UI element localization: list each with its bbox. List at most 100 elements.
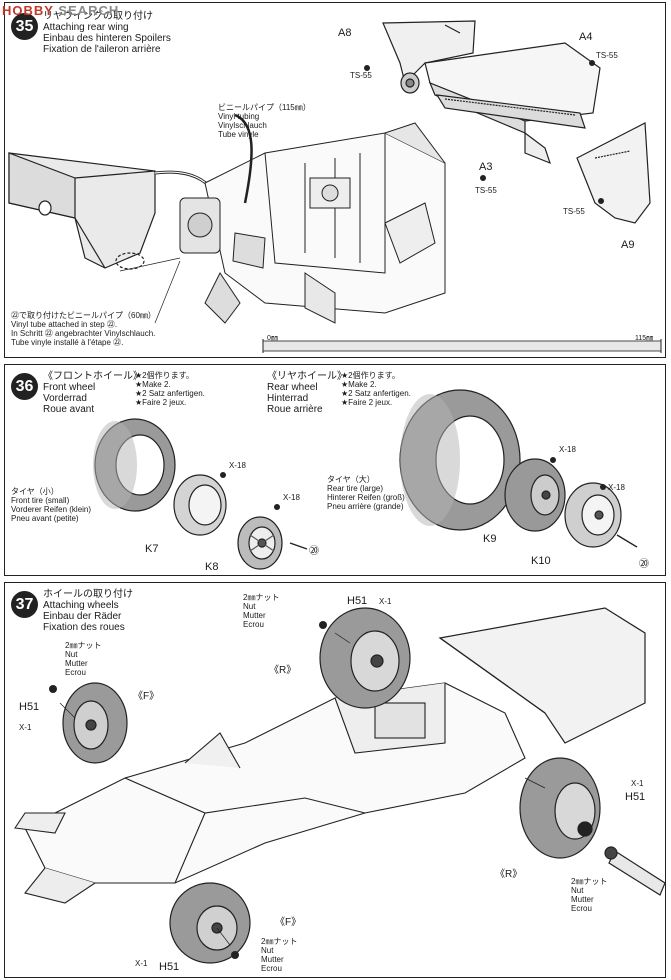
part-label-h51-bottom: H51	[159, 961, 180, 973]
rear-make-jp: ★2個作ります。	[341, 371, 400, 380]
rear-wheel-right	[519, 757, 601, 859]
screw-markers	[364, 60, 604, 204]
step-37-title: ホイールの取り付け Attaching wheels Einbau der Rä…	[43, 589, 133, 633]
step-35-title-en: Attaching rear wing	[43, 22, 129, 33]
step-37-title-jp: ホイールの取り付け	[43, 589, 133, 600]
nut-front-bottom	[231, 951, 239, 959]
watermark-suffix: SEARCH	[58, 3, 120, 18]
watermark: HOBBY SEARCH	[2, 3, 119, 18]
front-make-en: ★Make 2.	[135, 380, 171, 389]
rear-tire-en: Rear tire (large)	[327, 484, 384, 493]
rear-wheel-fr: Roue arrière	[267, 404, 323, 415]
rear-make-de: ★2 Satz anfertigen.	[341, 389, 411, 398]
nut-top-jp: 2㎜ナット	[243, 593, 280, 602]
nut-right-fr: Ecrou	[571, 904, 592, 913]
nut-top-de: Mutter	[243, 611, 266, 620]
part-label-k7: K7	[145, 543, 159, 555]
nut-right-de: Mutter	[571, 895, 594, 904]
step-36-illustration	[93, 389, 638, 570]
front-tire-label: タイヤ（小） Front tire (small) Vorderer Reife…	[11, 487, 91, 523]
step-37-title-de: Einbau der Räder	[43, 611, 122, 622]
screw-label-ts55-3: TS-55	[475, 186, 497, 195]
screw-x18-1	[220, 472, 226, 478]
front-tire	[93, 418, 176, 512]
front-wheel-en: Front wheel	[43, 382, 96, 393]
watermark-prefix: HOBBY	[2, 3, 54, 18]
step-35-title-jp: リヤウイングの取り付け	[43, 11, 153, 22]
tube-115-en: Vinyl tubing	[218, 112, 260, 121]
nut-label-top: 2㎜ナット Nut Mutter Ecrou	[243, 593, 279, 629]
part-label-a9: A9	[621, 239, 635, 251]
front-make-de: ★2 Satz anfertigen.	[135, 389, 205, 398]
tube-60-label: ㉒で取り付けたビニールパイプ（60㎜） Vinyl tube attached …	[11, 311, 156, 347]
vinyl-tube-115mm	[234, 113, 253, 204]
front-wheel-bottom	[169, 882, 251, 964]
tube-ruler	[262, 340, 662, 352]
step-35-title-de: Einbau des hinteren Spoilers	[43, 33, 171, 44]
step-35-title: リヤウイングの取り付け Attaching rear wing Einbau d…	[43, 11, 171, 55]
rear-wheel-jp: 《リヤホイール》	[267, 371, 347, 382]
x1-label-bottom: X-1	[135, 959, 148, 968]
front-wheel-jp: 《フロントホイール》	[43, 371, 143, 382]
wheel-half-k7	[173, 474, 227, 536]
rear-tire	[399, 389, 521, 531]
engine-chassis	[179, 122, 446, 324]
ruler-start-label: 0㎜	[267, 335, 278, 342]
arrow-ref-20-front	[289, 542, 308, 550]
step-35-badge: 35	[11, 13, 38, 40]
front-make-fr: ★Faire 2 jeux.	[135, 398, 187, 407]
screw-x18-4	[600, 484, 606, 490]
part-label-h51-top: H51	[347, 595, 368, 607]
rear-tire-de: Hinterer Reifen (groß)	[327, 493, 405, 502]
x1-label-top: X-1	[379, 597, 392, 606]
step-35-illustration	[8, 20, 662, 353]
screw-label-ts55-2: TS-55	[350, 71, 372, 80]
front-make-note: ★2個作ります。 ★Make 2. ★2 Satz anfertigen. ★F…	[135, 371, 205, 407]
part-label-h51-left: H51	[19, 701, 40, 713]
nut-front-left-de: Mutter	[65, 659, 88, 668]
screw-x18-3	[550, 457, 556, 463]
rear-wheel-top	[319, 607, 411, 709]
rear-make-note: ★2個作ります。 ★Make 2. ★2 Satz anfertigen. ★F…	[341, 371, 411, 407]
part-label-a8: A8	[338, 27, 352, 39]
nut-label-right: 2㎜ナット Nut Mutter Ecrou	[571, 877, 607, 913]
tube-60-fr: Tube vinyle installé à l'étape ㉒.	[11, 338, 124, 347]
nut-front-left	[49, 685, 57, 693]
rear-wing-left-assembled	[8, 152, 156, 270]
tube-115-label: ビニールパイプ（115㎜） Vinyl tubing Vinylschlauch…	[218, 103, 311, 139]
step-35-title-fr: Fixation de l'aileron arrière	[43, 44, 161, 55]
step-35-panel: 35 リヤウイングの取り付け Attaching rear wing Einba…	[4, 2, 666, 358]
x18-label-1: X-18	[229, 461, 246, 470]
part-label-h51-right: H51	[625, 791, 646, 803]
tube-115-de: Vinylschlauch	[218, 121, 267, 130]
screw-x18-2	[274, 504, 280, 510]
nut-right-jp: 2㎜ナット	[571, 877, 608, 886]
screw-label-ts55-1: TS-55	[596, 51, 618, 60]
nut-top-en: Nut	[243, 602, 256, 611]
tube-60-en: Vinyl tube attached in step ㉒.	[11, 320, 118, 329]
part-label-a3: A3	[479, 161, 493, 173]
rear-wheel-de: Hinterrad	[267, 393, 309, 404]
step-37-illustration	[14, 607, 665, 964]
nut-bottom-jp: 2㎜ナット	[261, 937, 298, 946]
front-tire-jp: タイヤ（小）	[11, 487, 59, 496]
wing-part-a3	[435, 94, 586, 165]
tube-115-fr: Tube vinyle	[218, 130, 259, 139]
wheel-half-k10	[564, 482, 622, 548]
step-37-title-en: Attaching wheels	[43, 600, 119, 611]
car-rear-wing	[438, 607, 646, 744]
x18-label-3: X-18	[559, 445, 576, 454]
x1-label-right: X-1	[631, 779, 644, 788]
front-wheel-de: Vorderrad	[43, 393, 87, 404]
front-make-jp: ★2個作ります。	[135, 371, 194, 380]
part-label-k9: K9	[483, 533, 497, 545]
x18-label-2: X-18	[283, 493, 300, 502]
step-37-panel: 37 ホイールの取り付け Attaching wheels Einbau der…	[4, 582, 666, 978]
nut-front-left-fr: Ecrou	[65, 668, 86, 677]
front-mark-f-left: 《F》	[133, 691, 160, 702]
nut-label-front-left: 2㎜ナット Nut Mutter Ecrou	[65, 641, 101, 677]
front-tire-de: Vorderer Reifen (klein)	[11, 505, 92, 514]
ruler-end-label: 115㎜	[635, 335, 654, 342]
rear-wheel-en: Rear wheel	[267, 382, 318, 393]
front-wheel-fr: Roue avant	[43, 404, 95, 415]
